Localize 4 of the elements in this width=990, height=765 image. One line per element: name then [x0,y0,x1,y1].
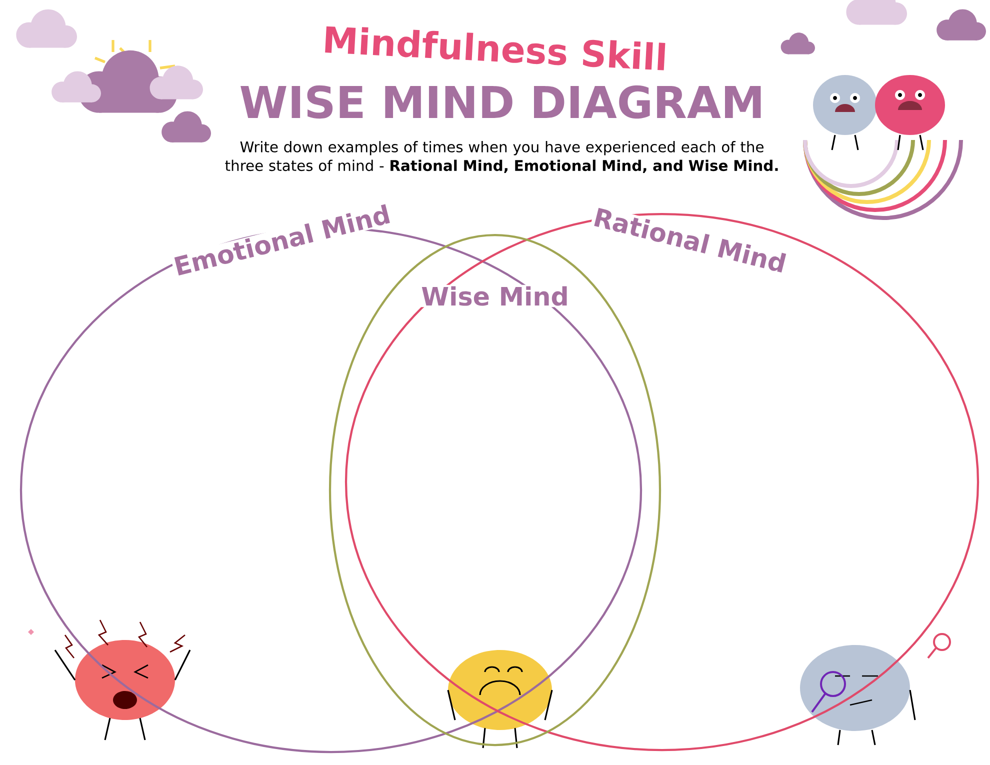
title: WISE MIND DIAGRAM [240,85,761,119]
circle-label: Wise Mind [420,284,570,308]
instructions: Write down examples of times when you have experienced each of the three states of mind - Rational Mind, Emotional Mind, and Wise Mind. [225,141,778,173]
subtitle: Mindfulness Skill [325,26,666,70]
